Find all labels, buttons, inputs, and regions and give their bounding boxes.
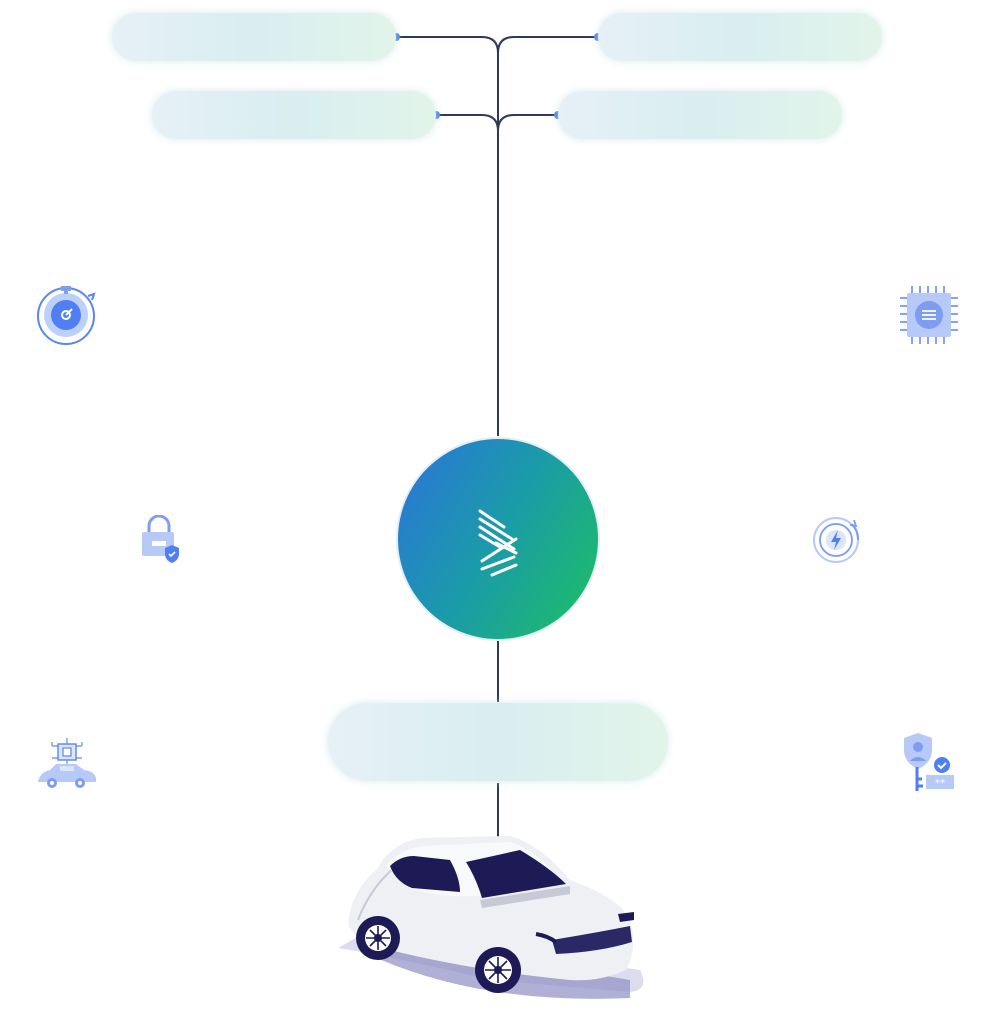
feature-pill-4	[558, 91, 842, 139]
feature-pill-2	[598, 13, 882, 61]
car-illustration	[338, 836, 644, 999]
brand-logo-icon	[478, 509, 518, 577]
feature-pill-3	[152, 91, 436, 139]
cpu-chip-icon	[900, 286, 958, 344]
lock-shield-icon	[142, 515, 179, 563]
lightning-refresh-icon	[813, 517, 859, 563]
bottom-pill	[328, 703, 668, 781]
stopwatch-icon	[37, 286, 96, 345]
central-hub	[398, 439, 598, 639]
key-shield-icon: **	[904, 733, 954, 791]
car-chip-icon	[38, 738, 96, 788]
feature-pill-1	[112, 13, 396, 61]
svg-text:**: **	[935, 778, 945, 789]
